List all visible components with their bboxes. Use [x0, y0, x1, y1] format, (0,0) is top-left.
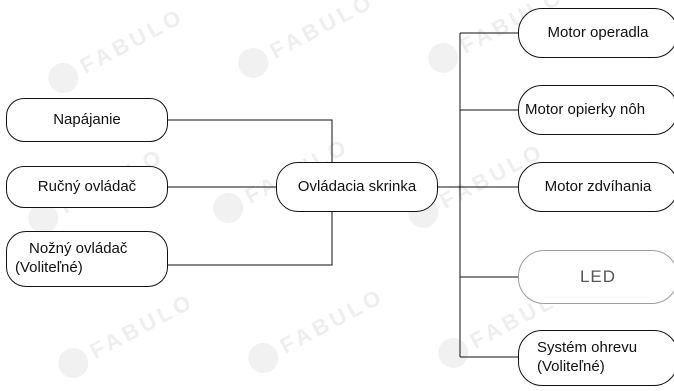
node-label: Ručný ovládač — [37, 177, 137, 195]
node-rucny-ovladac: Ručný ovládač — [6, 166, 168, 208]
node-ovladacia-skrinka: Ovládacia skrinka — [276, 162, 438, 212]
node-label: Motor opierky nôh — [525, 100, 646, 118]
node-system-ohrevu: Systém ohrevu (Voliteľné) — [518, 330, 674, 386]
node-label-line2: (Voliteľné) — [537, 358, 605, 375]
node-label: Motor zdvíhania — [544, 177, 652, 195]
node-label: Motor operadla — [547, 23, 649, 41]
connector-nozny — [168, 212, 333, 266]
node-motor-opierky-noh: Motor opierky nôh — [518, 85, 674, 135]
node-label: LED — [579, 267, 617, 287]
node-label: Napájanie — [53, 110, 121, 128]
node-label-line2: (Voliteľné) — [15, 259, 83, 276]
node-napajanie: Napájanie — [6, 98, 168, 142]
node-label-line1: Systém ohrevu — [537, 339, 638, 357]
node-label-line1: Nožný ovládač — [29, 240, 128, 258]
node-nozny-ovladac: Nožný ovládač (Voliteľné) — [6, 231, 168, 287]
node-led: LED — [518, 250, 674, 304]
node-label: Ovládacia skrinka — [297, 177, 417, 195]
node-motor-operadla: Motor operadla — [518, 8, 674, 58]
node-motor-zdvihania: Motor zdvíhania — [518, 162, 674, 212]
connector-napajanie — [168, 119, 333, 162]
